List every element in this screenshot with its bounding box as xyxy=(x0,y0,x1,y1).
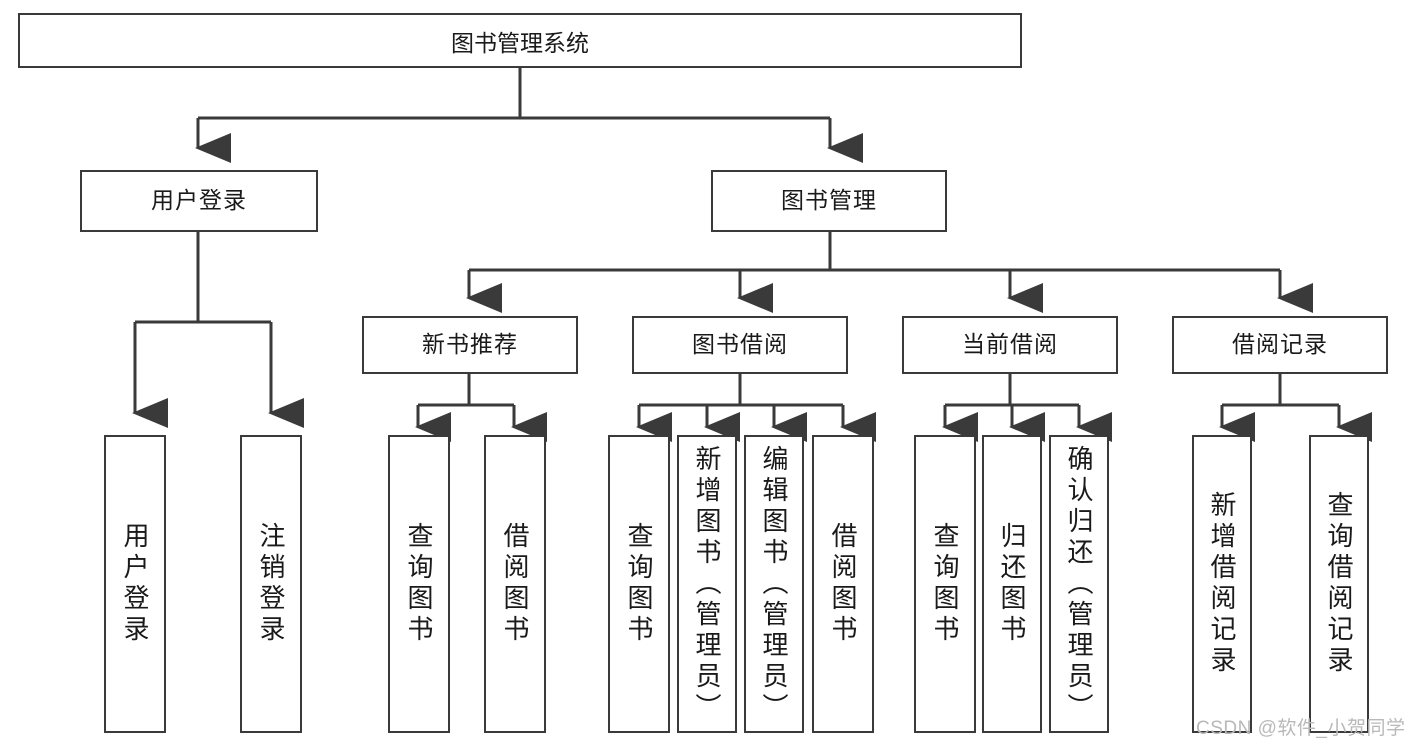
node-new-book-recommend[interactable]: 新书推荐 xyxy=(362,316,578,374)
leaf-edit-book-admin-label: 编辑图书（管理员） xyxy=(759,444,789,724)
leaf-confirm-return-admin[interactable]: 确认归还（管理员） xyxy=(1049,435,1109,733)
leaf-user-login-label: 用户登录 xyxy=(120,522,150,646)
node-root[interactable]: 图书管理系统 xyxy=(18,13,1022,68)
node-user-login[interactable]: 用户登录 xyxy=(80,170,318,232)
node-user-login-label: 用户登录 xyxy=(151,187,247,214)
leaf-add-borrow-record[interactable]: 新增借阅记录 xyxy=(1192,435,1252,733)
leaf-borrow-book-2[interactable]: 借阅图书 xyxy=(812,435,874,733)
leaf-query-book-1-label: 查询图书 xyxy=(404,522,434,646)
leaf-query-borrow-record-label: 查询借阅记录 xyxy=(1324,491,1354,677)
leaf-add-book-admin-label: 新增图书（管理员） xyxy=(692,444,722,724)
node-borrow-record[interactable]: 借阅记录 xyxy=(1172,316,1388,374)
node-book-borrow[interactable]: 图书借阅 xyxy=(632,316,848,374)
leaf-query-book-2-label: 查询图书 xyxy=(624,522,654,646)
leaf-add-book-admin[interactable]: 新增图书（管理员） xyxy=(677,435,737,733)
leaf-query-book-2[interactable]: 查询图书 xyxy=(608,435,670,733)
node-book-borrow-label: 图书借阅 xyxy=(692,331,788,358)
leaf-query-book-3-label: 查询图书 xyxy=(930,522,960,646)
node-root-label: 图书管理系统 xyxy=(451,29,589,56)
leaf-borrow-book-1[interactable]: 借阅图书 xyxy=(484,435,546,733)
node-current-borrow-label: 当前借阅 xyxy=(962,331,1058,358)
leaf-user-login[interactable]: 用户登录 xyxy=(104,435,166,733)
leaf-borrow-book-2-label: 借阅图书 xyxy=(828,522,858,646)
leaf-confirm-return-admin-label: 确认归还（管理员） xyxy=(1064,444,1094,724)
leaf-return-book[interactable]: 归还图书 xyxy=(982,435,1042,733)
node-current-borrow[interactable]: 当前借阅 xyxy=(902,316,1118,374)
leaf-query-book-3[interactable]: 查询图书 xyxy=(914,435,976,733)
leaf-add-borrow-record-label: 新增借阅记录 xyxy=(1207,491,1237,677)
node-new-book-recommend-label: 新书推荐 xyxy=(422,331,518,358)
leaf-return-book-label: 归还图书 xyxy=(997,522,1027,646)
leaf-edit-book-admin[interactable]: 编辑图书（管理员） xyxy=(744,435,804,733)
leaf-logout-login-label: 注销登录 xyxy=(256,522,286,646)
leaf-query-borrow-record[interactable]: 查询借阅记录 xyxy=(1309,435,1369,733)
leaf-borrow-book-1-label: 借阅图书 xyxy=(500,522,530,646)
node-book-manage-label: 图书管理 xyxy=(781,187,877,214)
node-book-manage[interactable]: 图书管理 xyxy=(711,170,947,232)
leaf-query-book-1[interactable]: 查询图书 xyxy=(388,435,450,733)
node-borrow-record-label: 借阅记录 xyxy=(1232,331,1328,358)
leaf-logout-login[interactable]: 注销登录 xyxy=(240,435,302,733)
